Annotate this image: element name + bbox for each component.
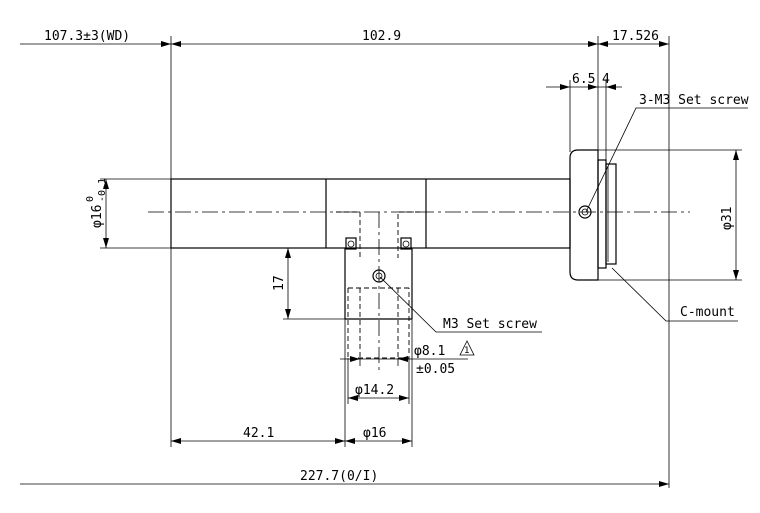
port-inner-diameter-label: φ8.1 [414,344,445,359]
arrow-overall-right [659,481,669,487]
arrow-position-right [335,438,345,444]
arrow-mount-top [733,150,739,160]
wd-dimension-label: 107.3±3(WD) [44,29,130,44]
screw-pitch-label: 4 [602,72,610,87]
arrow-mount-bottom [733,270,739,280]
tube-diameter-label: φ16 [90,205,105,228]
mount-diameter-label-group: φ31 [720,207,735,230]
body-length-label: 102.9 [362,29,401,44]
screw-offset-label: 6.5 [572,72,595,87]
port-screw-leader-line [379,276,542,333]
set-screw-3-label: 3-M3 Set screw [639,93,749,108]
arrow-tube-bottom [103,238,109,248]
set-screw-leader-line [585,107,748,213]
arrow-body-right [588,41,598,47]
tube-tolerance-upper: 0 [85,196,96,202]
arrow-flange-right [659,41,669,47]
tube-tolerance-lower: -0.1 [97,178,108,202]
port-clamp-left [345,237,357,250]
port-clamp-right-screw [402,240,410,248]
arrow-port-outer-right [399,395,409,401]
arrow-wd [161,41,171,47]
arrow-port-height-top [285,248,291,258]
port-inner-tolerance-label: ±0.05 [416,362,455,377]
port-clamp-left-screw [347,240,355,248]
port-flange-diameter-label: φ16 [363,426,386,441]
port-bore-hidden-left-top [336,211,361,258]
port-height-label-group: 17 [272,275,287,291]
arrow-position-left [171,438,181,444]
port-set-screw-label: M3 Set screw [443,317,537,332]
port-outer-diameter-label: φ14.2 [355,383,394,398]
arrow-tube-top [103,179,109,189]
flange-length-label: 17.526 [612,29,659,44]
arrow-body-left [171,41,181,47]
arrow-pitch-right [606,84,616,90]
port-position-label: 42.1 [243,426,274,441]
port-clamp-right [400,237,412,250]
port-height-label: 17 [272,275,287,291]
port-set-screw-hole [372,269,386,283]
arrow-flange-right [402,438,412,444]
arrow-offset-right [588,84,598,90]
arrow-port-outer-left [348,395,358,401]
port-set-screw-inner [375,272,383,280]
arrow-flange-left [345,438,355,444]
arrow-flange-left [598,41,608,47]
mount-diameter-label: φ31 [720,207,735,230]
arrow-port-inner-right [398,356,408,362]
c-mount-leader-line [611,267,738,322]
main-tube-body [170,178,571,249]
port-bore-hidden-right-top [397,211,420,258]
arrow-offset-left [560,84,570,90]
c-mount-thread [605,163,617,265]
datum-symbol-label: 1 [464,346,469,356]
arrow-port-height-bottom [285,309,291,319]
mount-collar [597,159,607,269]
tube-diameter-label-group: φ16 0 -0.1 [85,178,108,228]
arrow-port-inner-left [350,356,360,362]
datum-triangle [459,340,475,356]
c-mount-label: C-mount [680,305,735,320]
overall-length-label: 227.7(0/I) [300,469,378,484]
port-bore-hidden-outer [347,288,410,359]
